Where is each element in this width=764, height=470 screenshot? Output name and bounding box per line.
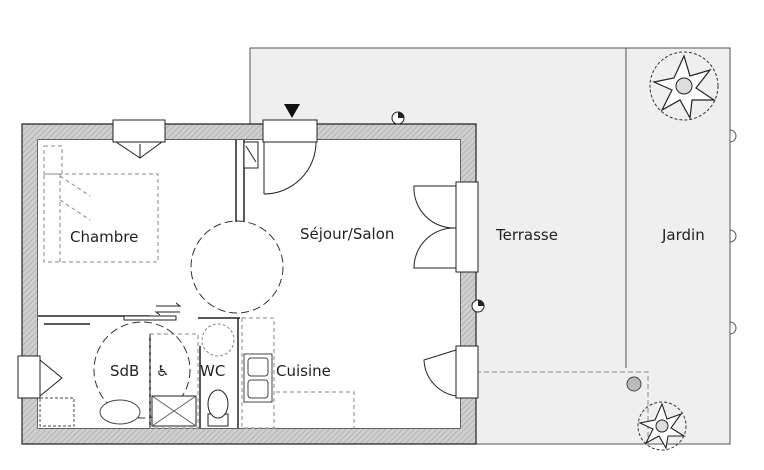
tree-icon (637, 401, 687, 451)
door-swings (39, 141, 457, 397)
coat-closet (243, 141, 259, 169)
kitchen-fixtures (241, 317, 355, 429)
room-label-terrasse: Terrasse (495, 226, 558, 244)
sliding-door-arrows (123, 302, 182, 321)
fence-posts (729, 129, 737, 335)
room-label-jardin: Jardin (661, 226, 705, 244)
tree-icon (649, 51, 719, 121)
drain-icon (626, 376, 642, 392)
toilet-icon (201, 323, 235, 427)
bathroom-fixtures (39, 333, 199, 429)
bed (43, 145, 159, 263)
room-label-sejour: Séjour/Salon (300, 225, 394, 243)
room-label-chambre: Chambre (70, 228, 138, 246)
turning-circle-living (190, 220, 284, 314)
entrance-arrow-icon (284, 104, 300, 118)
terrace-boundary (476, 371, 649, 444)
accessibility-icon: ♿ (156, 362, 169, 380)
turning-circle-bath (93, 321, 191, 419)
room-label-wc: WC (200, 362, 225, 380)
wall-openings (17, 119, 479, 399)
room-label-sdb: SdB (110, 362, 139, 380)
room-label-cuisine: Cuisine (276, 362, 331, 380)
electric-panel-icon (391, 111, 485, 313)
